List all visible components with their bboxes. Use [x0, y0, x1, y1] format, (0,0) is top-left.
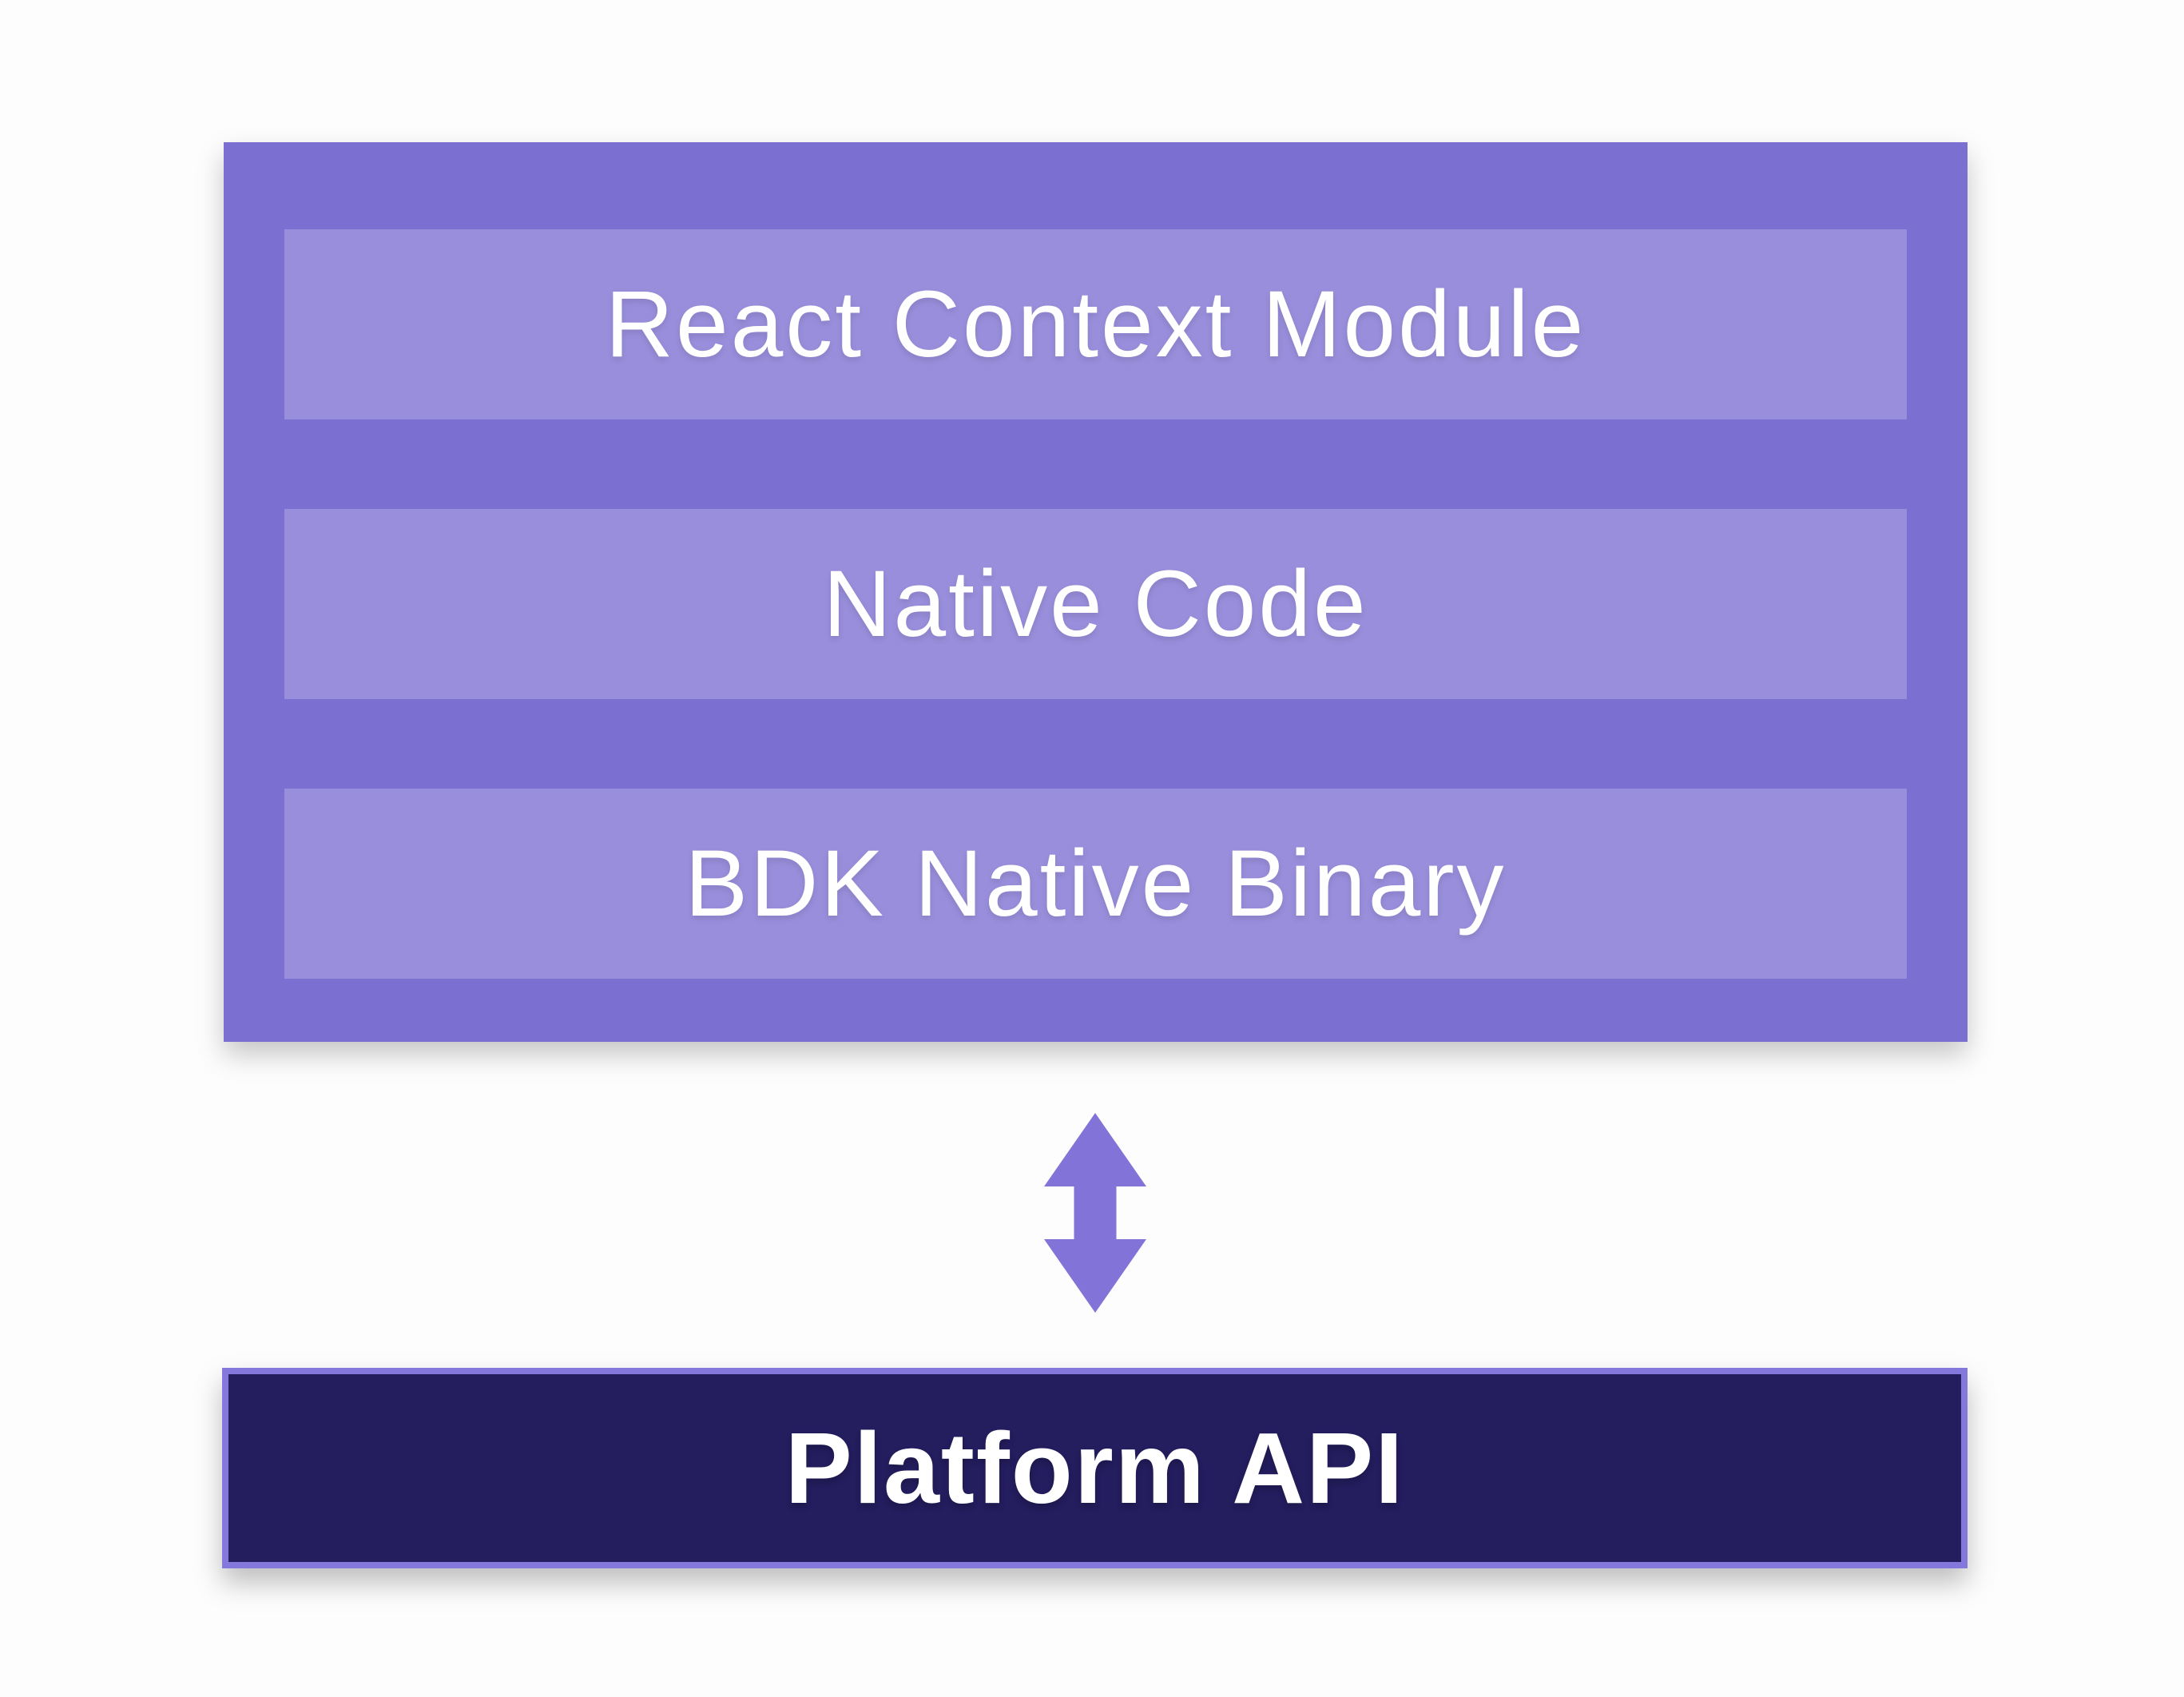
platform-api-label: Platform API [784, 1412, 1405, 1524]
layer-label: BDK Native Binary [685, 831, 1507, 936]
layer-label: Native Code [823, 551, 1368, 657]
layer-box-react-context-module: React Context Module [284, 229, 1907, 419]
platform-api-box: Platform API [222, 1368, 1968, 1568]
layer-box-bdk-native-binary: BDK Native Binary [284, 789, 1907, 979]
layer-box-native-code: Native Code [284, 509, 1907, 699]
stack-container: React Context Module Native Code BDK Nat… [224, 142, 1968, 1042]
bidirectional-arrow-icon [1044, 1113, 1146, 1313]
layer-label: React Context Module [605, 272, 1586, 377]
